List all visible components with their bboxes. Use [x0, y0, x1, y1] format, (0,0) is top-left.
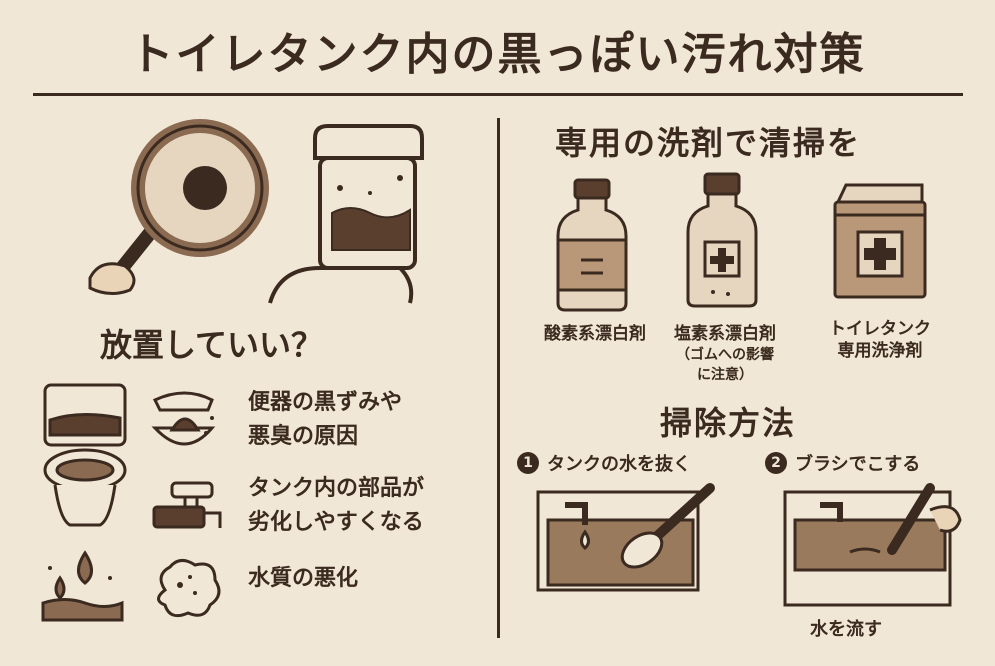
left-heading: 放置していい？ — [100, 326, 324, 364]
page-title: トイレタンク内の黒っぽい汚れ対策 — [129, 29, 866, 80]
risk-item-3-line-1: 水質の悪化 — [248, 566, 359, 591]
step-1-label: タンクの水を抜く — [547, 454, 691, 475]
product-note-line-2: に注意） — [697, 367, 753, 383]
toilet-icon — [43, 383, 127, 527]
column-divider — [497, 118, 500, 638]
faucet-icon — [152, 481, 222, 529]
water-drop-sediment-icon — [41, 550, 124, 622]
final-caption: 水を流す — [810, 619, 882, 640]
step-2: 2 ブラシでこする — [765, 450, 920, 476]
product-label-2: 塩素系漂白剤 （ゴムへの影響 に注意） — [655, 323, 795, 385]
right-heading: 専用の洗剤で清掃を — [555, 124, 862, 162]
tank-cleaner-box-icon — [833, 183, 927, 299]
product-note-line-1: （ゴムへの影響 — [676, 347, 774, 363]
risk-item-2: タンク内の部品が 劣化しやすくなる — [248, 472, 424, 540]
product-label-3: トイレタンク 専用洗浄剤 — [810, 318, 950, 362]
magnifier-icon — [88, 119, 269, 295]
step-1-illustration — [536, 483, 715, 592]
risk-item-3: 水質の悪化 — [248, 562, 358, 596]
risk-item-1: 便器の黒ずみや 悪臭の原因 — [248, 386, 402, 454]
product-label-3-line-1: トイレタンク — [829, 319, 931, 339]
step-2-number: 2 — [765, 452, 787, 474]
risk-item-2-line-1: タンク内の部品が — [248, 476, 425, 501]
product-label-2-text: 塩素系漂白剤 — [674, 324, 776, 344]
title-divider — [33, 93, 963, 96]
step-2-label: ブラシでこする — [795, 454, 921, 475]
product-label-1: 酸素系漂白剤 — [544, 324, 646, 344]
step-2-illustration — [783, 483, 962, 607]
magnifier-tank-illustration — [88, 119, 424, 304]
step-1: 1 タンクの水を抜く — [517, 450, 691, 476]
oxygen-bleach-bottle-icon — [556, 178, 628, 312]
dirty-water — [331, 207, 411, 251]
dirty-bowl-icon — [151, 391, 216, 446]
chlorine-bleach-bottle-icon — [686, 172, 758, 308]
cloudy-water-icon — [157, 559, 221, 618]
risk-item-2-line-2: 劣化しやすくなる — [248, 510, 424, 535]
step-1-number: 1 — [517, 452, 539, 474]
risk-item-1-line-1: 便器の黒ずみや — [248, 390, 403, 415]
method-heading: 掃除方法 — [660, 404, 797, 442]
risk-item-1-line-2: 悪臭の原因 — [248, 424, 359, 449]
product-label-3-line-2: 専用洗浄剤 — [837, 341, 923, 361]
